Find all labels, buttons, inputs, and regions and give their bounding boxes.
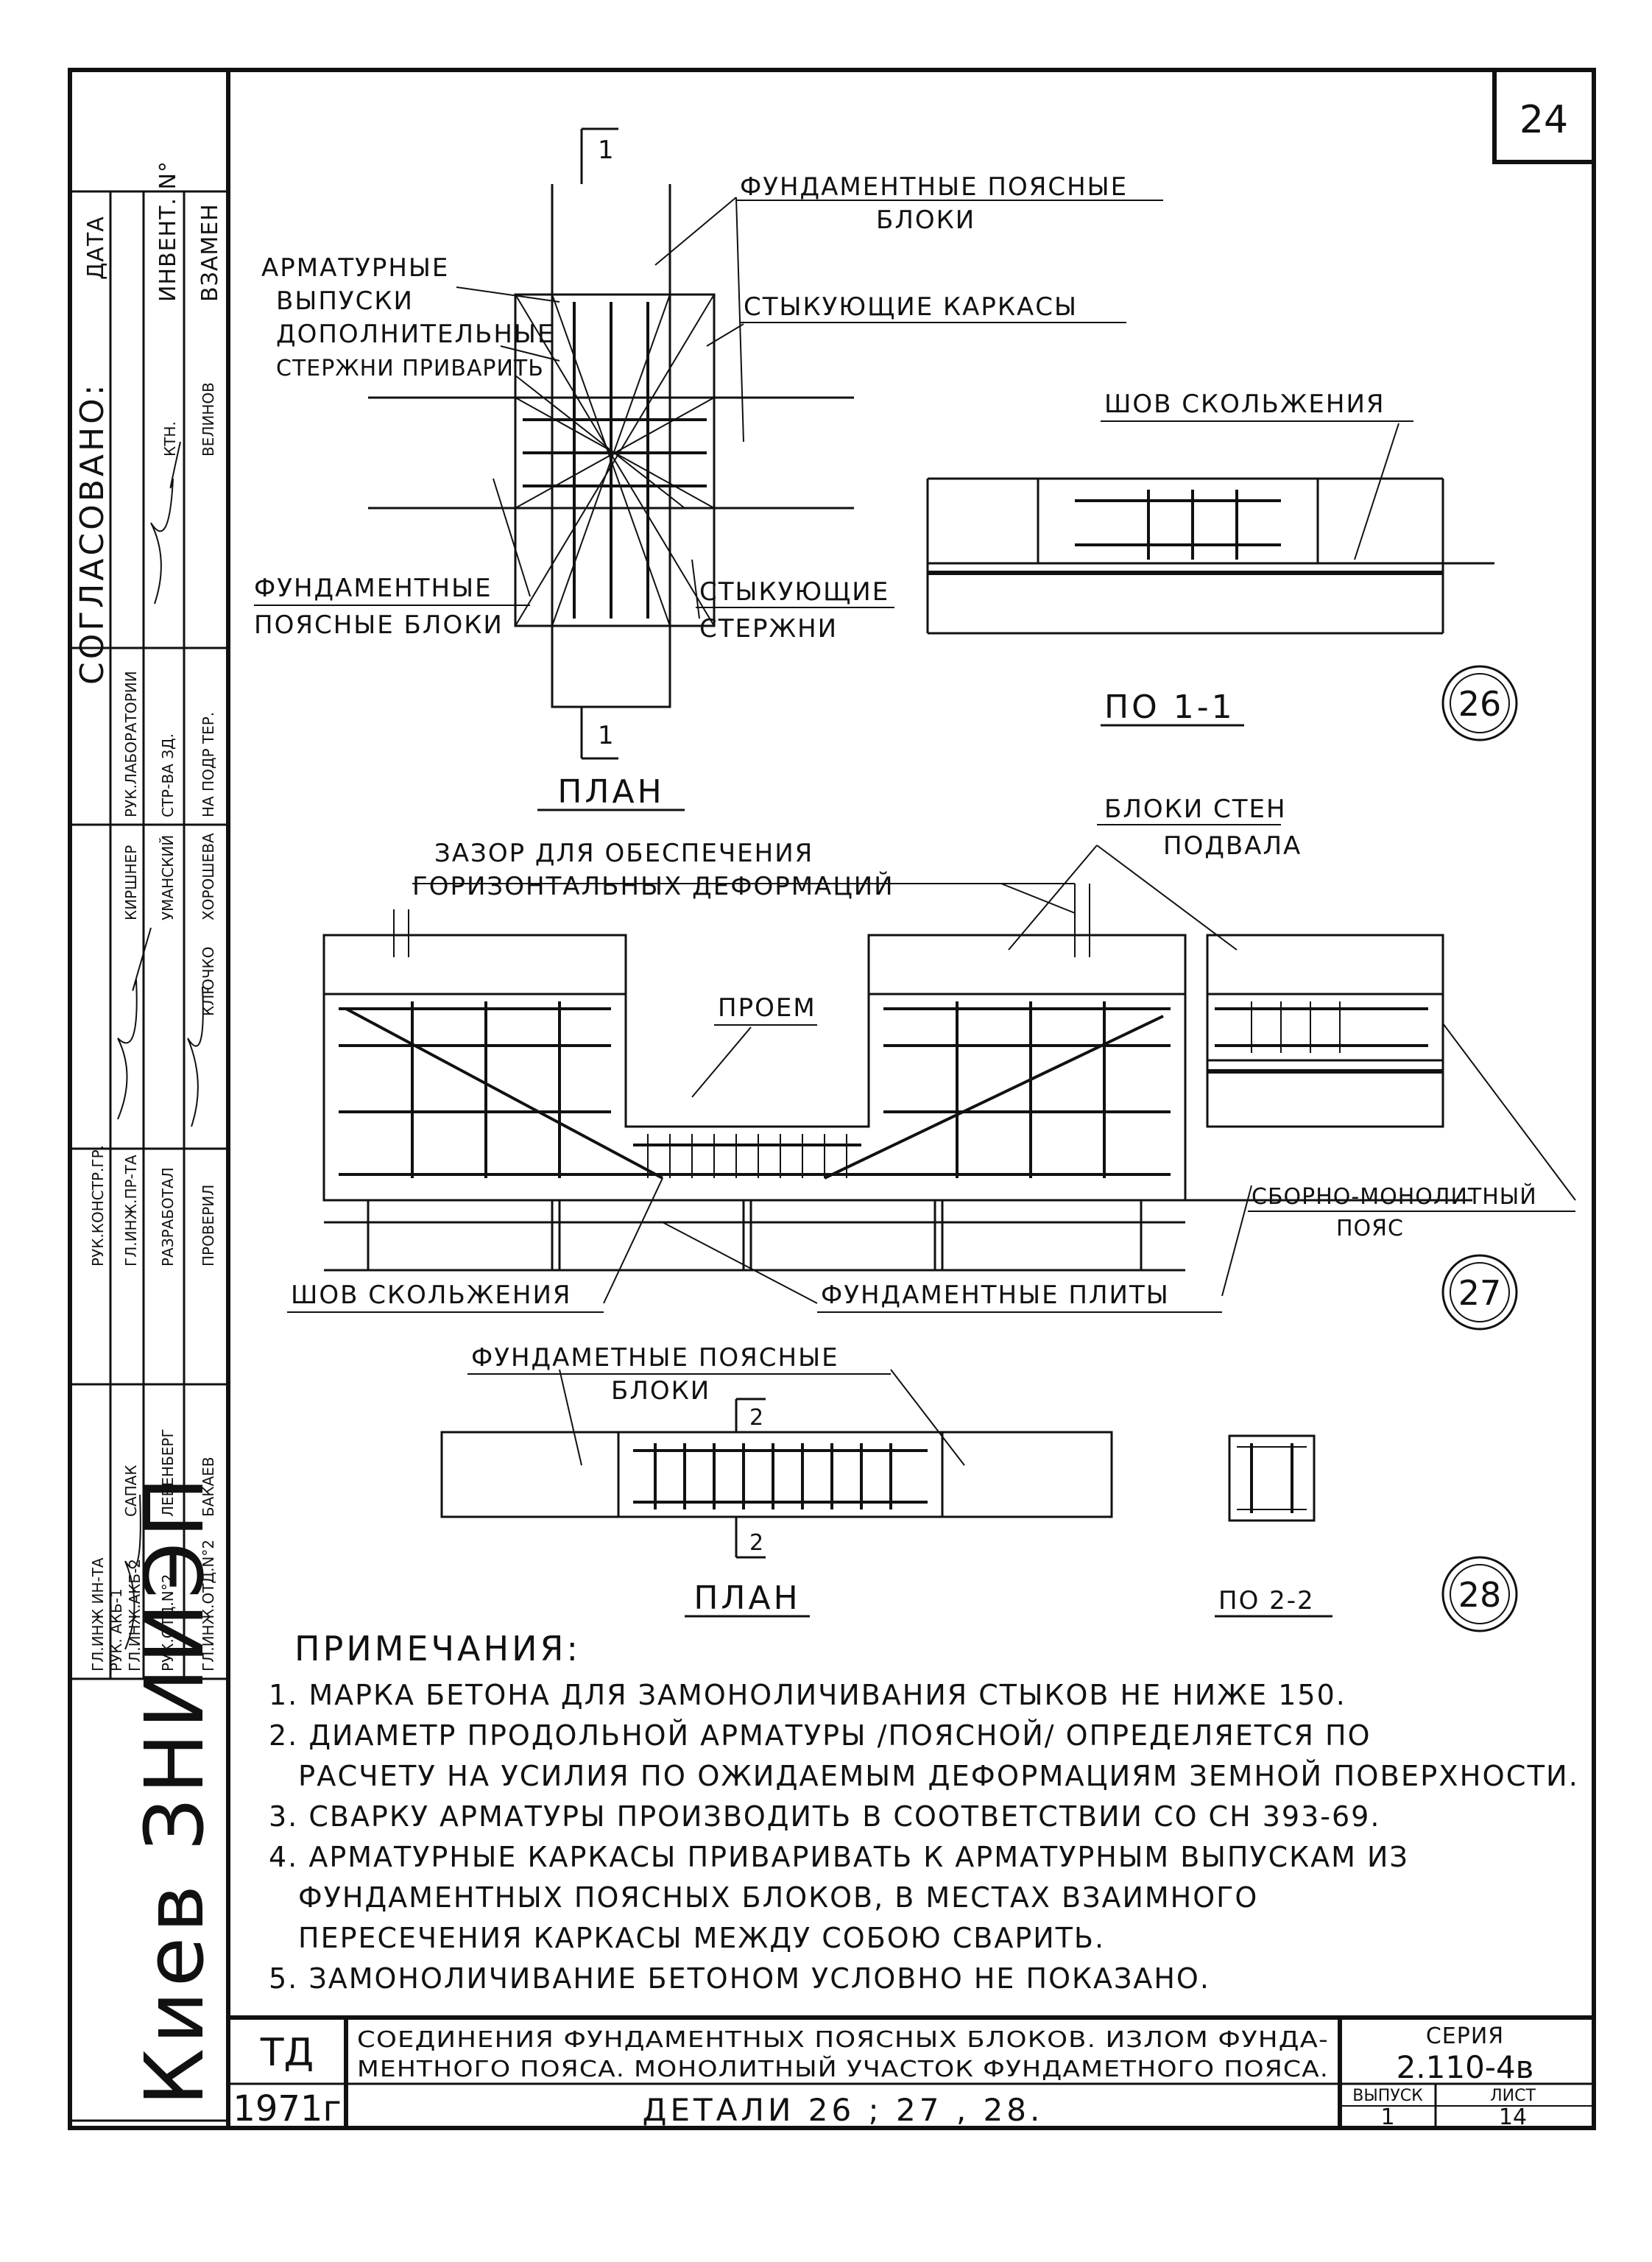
d27-gap-label: ЗАЗОР ДЛЯ ОБЕСПЕЧЕНИЯ (434, 839, 813, 868)
stamp-agreed-title: СОГЛАСОВАНО: (74, 381, 111, 685)
notes-title: ПРИМЕЧАНИЯ: (294, 1629, 581, 1669)
notes: ПРИМЕЧАНИЯ: 1. МАРКА БЕТОНА ДЛЯ ЗАМОНОЛИ… (269, 1629, 1579, 1995)
d27-opening: ПРОЕМ (718, 993, 816, 1023)
note-item-4c: ПЕРЕСЕЧЕНИЯ КАРКАСЫ МЕЖДУ СОБОЮ СВАРИТЬ. (298, 1922, 1105, 1954)
stamp-name-2: ХОРОШЕВА (200, 833, 217, 920)
tb-sheet-label: ЛИСТ (1490, 2087, 1536, 2105)
title-block: ТД 1971г СОЕДИНЕНИЯ ФУНДАМЕНТНЫХ ПОЯСНЫХ… (228, 2015, 1594, 2130)
stamp-post2-1: РУК. АКБ-1 (107, 1588, 125, 1671)
d26-label-extra-bars-2: СТЕРЖНИ ПРИВАРИТЬ (276, 356, 544, 381)
stamp-inventory-label: ИНВЕНТ. N° (155, 161, 181, 302)
note-item-2: 2. ДИАМЕТР ПРОДОЛЬНОЙ АРМАТУРЫ /ПОЯСНОЙ/… (269, 1719, 1371, 1752)
d26-label-rebar-outlets: АРМАТУРНЫЕ (261, 253, 449, 283)
d27-gap-label-2: ГОРИЗОНТАЛЬНЫХ ДЕФОРМАЦИЙ (412, 871, 894, 901)
stamp-role-1: СТР-ВА ЗД. (159, 733, 177, 817)
d28-number: 28 (1458, 1575, 1502, 1615)
d26-label-foundation-blocks: ФУНДАМЕНТНЫЕ ПОЯСНЫЕ (740, 172, 1128, 202)
d27-number-circle (1441, 1254, 1518, 1331)
tb-year: 1971г (233, 2088, 341, 2129)
sheet-number-box (1492, 68, 1596, 164)
signature-1 (150, 441, 181, 605)
d27-number: 27 (1458, 1273, 1502, 1313)
tb-series-label: СЕРИЯ (1426, 2023, 1504, 2049)
tb-series-value: 2.110-4в (1397, 2049, 1534, 2085)
stamp-name2-1: ЛЕВЕНБЕРГ (159, 1428, 177, 1517)
d26-label-rebar-outlets-2: ВЫПУСКИ (276, 286, 414, 316)
d26-label-foundation-blocks-2: БЛОКИ (876, 205, 975, 235)
d28-plan-title: ПЛАН (693, 1579, 800, 1617)
institute-name: Киев ЗНИИЭП (127, 1473, 222, 2106)
d26-number-circle (1441, 665, 1518, 741)
signature-3 (187, 986, 204, 1127)
d26-label-joining-bars-2: СТЕРЖНИ (699, 614, 838, 644)
stamp-post-3: ПРОВЕРИЛ (200, 1185, 217, 1266)
d28-section-title: ПО 2-2 (1218, 1586, 1315, 1616)
d28-label-2: БЛОКИ (611, 1376, 710, 1406)
sheet-number: 24 (1519, 98, 1568, 142)
d27-wall-blocks: БЛОКИ СТЕН (1104, 794, 1287, 824)
d26-section-mark-bottom: 1 (598, 721, 615, 750)
detail27: ЗАЗОР ДЛЯ ОБЕСПЕЧЕНИЯ ГОРИЗОНТАЛЬНЫХ ДЕФ… (287, 794, 1576, 1331)
d26-section-mark-top: 1 (598, 135, 615, 165)
outer-frame (68, 68, 1596, 2130)
d26-section-title: ПО 1-1 (1104, 688, 1235, 726)
note-item-5: 5. ЗАМОНОЛИЧИВАНИЕ БЕТОНОМ УСЛОВНО НЕ ПО… (269, 1962, 1210, 1995)
stamp-instead-label: ВЗАМЕН (197, 203, 223, 302)
tb-issue-value: 1 (1380, 2104, 1394, 2130)
tb-issue-label: ВЫПУСК (1352, 2087, 1423, 2105)
d27-wall-blocks-2: ПОДВАЛА (1163, 831, 1302, 861)
d26-label-joining-bars: СТЫКУЮЩИЕ (699, 577, 889, 607)
note-item-2b: РАСЧЕТУ НА УСИЛИЯ ПО ОЖИДАЕМЫМ ДЕФОРМАЦИ… (298, 1760, 1579, 1792)
d26-number: 26 (1458, 684, 1502, 724)
note-item-1: 1. МАРКА БЕТОНА ДЛЯ ЗАМОНОЛИЧИВАНИЯ СТЫК… (269, 1679, 1346, 1711)
stamp-role-0: РУК.ЛАБОРАТОРИИ (122, 671, 140, 817)
left-stamp: СОГЛАСОВАНО: ДАТА ИНВЕНТ. N° ВЗАМЕН РУК.… (70, 161, 228, 2122)
tb-td: ТД (260, 2031, 314, 2075)
d26-label-joining-frames: СТЫКУЮЩИЕ КАРКАСЫ (744, 292, 1078, 322)
stamp-post2-2: ГЛ.ИНЖ.АКБ-2 (126, 1559, 144, 1671)
d28-section-mark-bottom: 2 (749, 1530, 764, 1556)
d26-slide-seam: ШОВ СКОЛЬЖЕНИЯ (1104, 390, 1386, 419)
d28-section-mark-top: 2 (749, 1405, 764, 1431)
tb-sheet-value: 14 (1499, 2104, 1527, 2130)
note-item-4b: ФУНДАМЕНТНЫХ ПОЯСНЫХ БЛОКОВ, В МЕСТАХ ВЗ… (298, 1881, 1258, 1914)
d26-label-foundation-belt-2: ПОЯСНЫЕ БЛОКИ (254, 610, 504, 640)
stamp-role-4: ВЕЛИНОВ (200, 382, 217, 457)
detail26-section: ШОВ СКОЛЬЖЕНИЯ ПО 1-1 26 (926, 390, 1518, 741)
stamp-role-2: НА ПОДР ТЕР. (200, 712, 217, 817)
stamp-role-3: КТН. (161, 421, 179, 457)
signature-2 (117, 927, 152, 1120)
d27-slide-seam: ШОВ СКОЛЬЖЕНИЯ (291, 1280, 572, 1310)
d28-number-circle (1441, 1556, 1518, 1632)
d28-label: ФУНДАМЕТНЫЕ ПОЯСНЫЕ (471, 1343, 839, 1373)
stamp-post2-0: ГЛ.ИНЖ ИН-ТА (89, 1557, 107, 1671)
note-item-4: 4. АРМАТУРНЫЕ КАРКАСЫ ПРИВАРИВАТЬ К АРМА… (269, 1841, 1409, 1873)
d27-foundation-slabs: ФУНДАМЕНТНЫЕ ПЛИТЫ (821, 1280, 1170, 1310)
stamp-post2-3: РУК.ОТД.N°2 (159, 1574, 177, 1671)
tb-details: ДЕТАЛИ 26 ; 27 , 28. (643, 2092, 1044, 2128)
signature-4 (124, 1494, 141, 1650)
stamp-name2-0: САПАК (122, 1465, 140, 1517)
stamp-name-1: УМАНСКИЙ (159, 835, 177, 920)
stamp-post-0: РУК.КОНСТР.ГР. (89, 1145, 107, 1266)
stamp-name-0: КИРШНЕР (122, 845, 140, 920)
note-item-3: 3. СВАРКУ АРМАТУРЫ ПРОИЗВОДИТЬ В СООТВЕТ… (269, 1800, 1380, 1833)
d27-precast-belt-2: ПОЯС (1336, 1216, 1404, 1241)
d27-precast-belt: СБОРНО-МОНОЛИТНЫЙ (1252, 1183, 1537, 1210)
d26-label-extra-bars: ДОПОЛНИТЕЛЬНЫЕ (276, 320, 554, 349)
stamp-name2-2: БАКАЕВ (200, 1456, 217, 1517)
detail26-plan: 1 1 ФУНДАМЕНТНЫЕ ПОЯСНЫЕ БЛОКИ АРМАТУРНЫ… (254, 127, 1163, 811)
d26-plan-title: ПЛАН (557, 773, 664, 811)
tb-description-2: МЕНТНОГО ПОЯСА. МОНОЛИТНЫЙ УЧАСТОК ФУНДА… (357, 2056, 1329, 2082)
stamp-date-label: ДАТА (83, 216, 109, 280)
detail28: 2 2 ФУНДАМЕТНЫЕ ПОЯСНЫЕ БЛОКИ ПЛАН ПО 2-… (440, 1343, 1518, 1632)
stamp-name-3: КЛЮЧКО (200, 947, 217, 1016)
stamp-post-1: ГЛ.ИНЖ.ПР-ТА (122, 1155, 140, 1266)
tb-description-1: СОЕДИНЕНИЯ ФУНДАМЕНТНЫХ ПОЯСНЫХ БЛОКОВ. … (357, 2027, 1329, 2053)
stamp-post-2: РАЗРАБОТАЛ (159, 1167, 177, 1266)
d26-label-foundation-belt: ФУНДАМЕНТНЫЕ (254, 574, 493, 603)
stamp-post2-4: ГЛ.ИНЖ.ОТД.N°2 (200, 1540, 217, 1671)
